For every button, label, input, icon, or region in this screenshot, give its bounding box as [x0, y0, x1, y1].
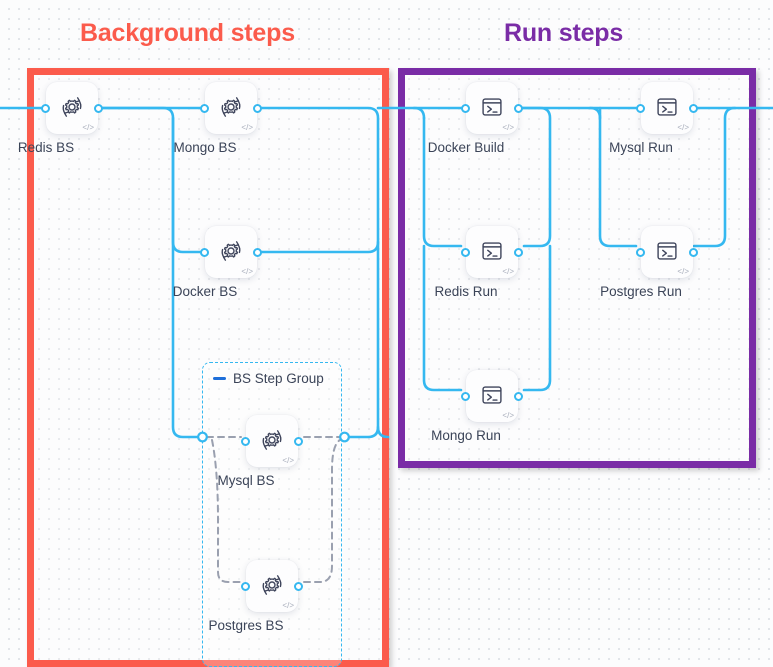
code-icon: </> — [677, 267, 689, 276]
port-in[interactable] — [241, 581, 250, 591]
gear-sync-icon — [216, 236, 246, 266]
group-box-run-steps[interactable] — [398, 68, 756, 468]
node-label: Postgres BS — [208, 618, 284, 633]
port-in[interactable] — [461, 247, 470, 257]
port-in[interactable] — [200, 247, 209, 257]
port-in[interactable] — [461, 103, 470, 113]
code-icon: </> — [241, 267, 253, 276]
node-label: Redis Run — [434, 284, 498, 299]
node-label: Docker BS — [172, 284, 238, 299]
port-in[interactable] — [636, 103, 645, 113]
group-title-run-steps: Run steps — [504, 19, 624, 47]
port-out[interactable] — [514, 103, 523, 113]
port-out[interactable] — [94, 103, 103, 113]
node-card[interactable]: </> — [466, 226, 518, 278]
node-label: Redis BS — [17, 140, 75, 155]
port-in[interactable] — [636, 247, 645, 257]
node-card[interactable]: </> — [641, 226, 693, 278]
gear-sync-icon — [257, 425, 287, 455]
bs-step-group-label: BS Step Group — [233, 371, 324, 386]
terminal-icon — [652, 236, 682, 266]
node-card[interactable]: </> — [466, 370, 518, 422]
port-in[interactable] — [241, 436, 250, 446]
gear-sync-icon — [257, 570, 287, 600]
node-card[interactable]: </> — [205, 82, 257, 134]
node-card[interactable]: </> — [46, 82, 98, 134]
port-out[interactable] — [689, 247, 698, 257]
gear-sync-icon — [57, 92, 87, 122]
node-card[interactable]: </> — [641, 82, 693, 134]
port-in[interactable] — [461, 391, 470, 401]
terminal-icon — [652, 92, 682, 122]
node-label: Mysql BS — [217, 473, 275, 488]
node-label: Mongo BS — [173, 140, 237, 155]
code-icon: </> — [82, 123, 94, 132]
node-card[interactable]: </> — [246, 560, 298, 612]
code-icon: </> — [282, 456, 294, 465]
code-icon: </> — [677, 123, 689, 132]
port-in[interactable] — [200, 103, 209, 113]
terminal-icon — [477, 380, 507, 410]
port-out[interactable] — [253, 103, 262, 113]
port-out[interactable] — [689, 103, 698, 113]
bs-step-group-header[interactable]: BS Step Group — [213, 371, 324, 386]
node-label: Postgres Run — [600, 284, 682, 299]
node-label: Mysql Run — [609, 140, 673, 155]
node-card[interactable]: </> — [466, 82, 518, 134]
port-in[interactable] — [41, 103, 50, 113]
code-icon: </> — [502, 123, 514, 132]
node-card[interactable]: </> — [205, 226, 257, 278]
code-icon: </> — [282, 601, 294, 610]
gear-sync-icon — [216, 92, 246, 122]
port-out[interactable] — [514, 391, 523, 401]
terminal-icon — [477, 92, 507, 122]
port-out[interactable] — [253, 247, 262, 257]
minus-icon[interactable] — [213, 377, 226, 380]
node-label: Docker Build — [427, 140, 505, 155]
terminal-icon — [477, 236, 507, 266]
code-icon: </> — [241, 123, 253, 132]
group-title-background-steps: Background steps — [80, 19, 295, 47]
port-out[interactable] — [514, 247, 523, 257]
port-out[interactable] — [294, 436, 303, 446]
node-card[interactable]: </> — [246, 415, 298, 467]
code-icon: </> — [502, 411, 514, 420]
port-out[interactable] — [294, 581, 303, 591]
code-icon: </> — [502, 267, 514, 276]
node-label: Mongo Run — [431, 428, 501, 443]
